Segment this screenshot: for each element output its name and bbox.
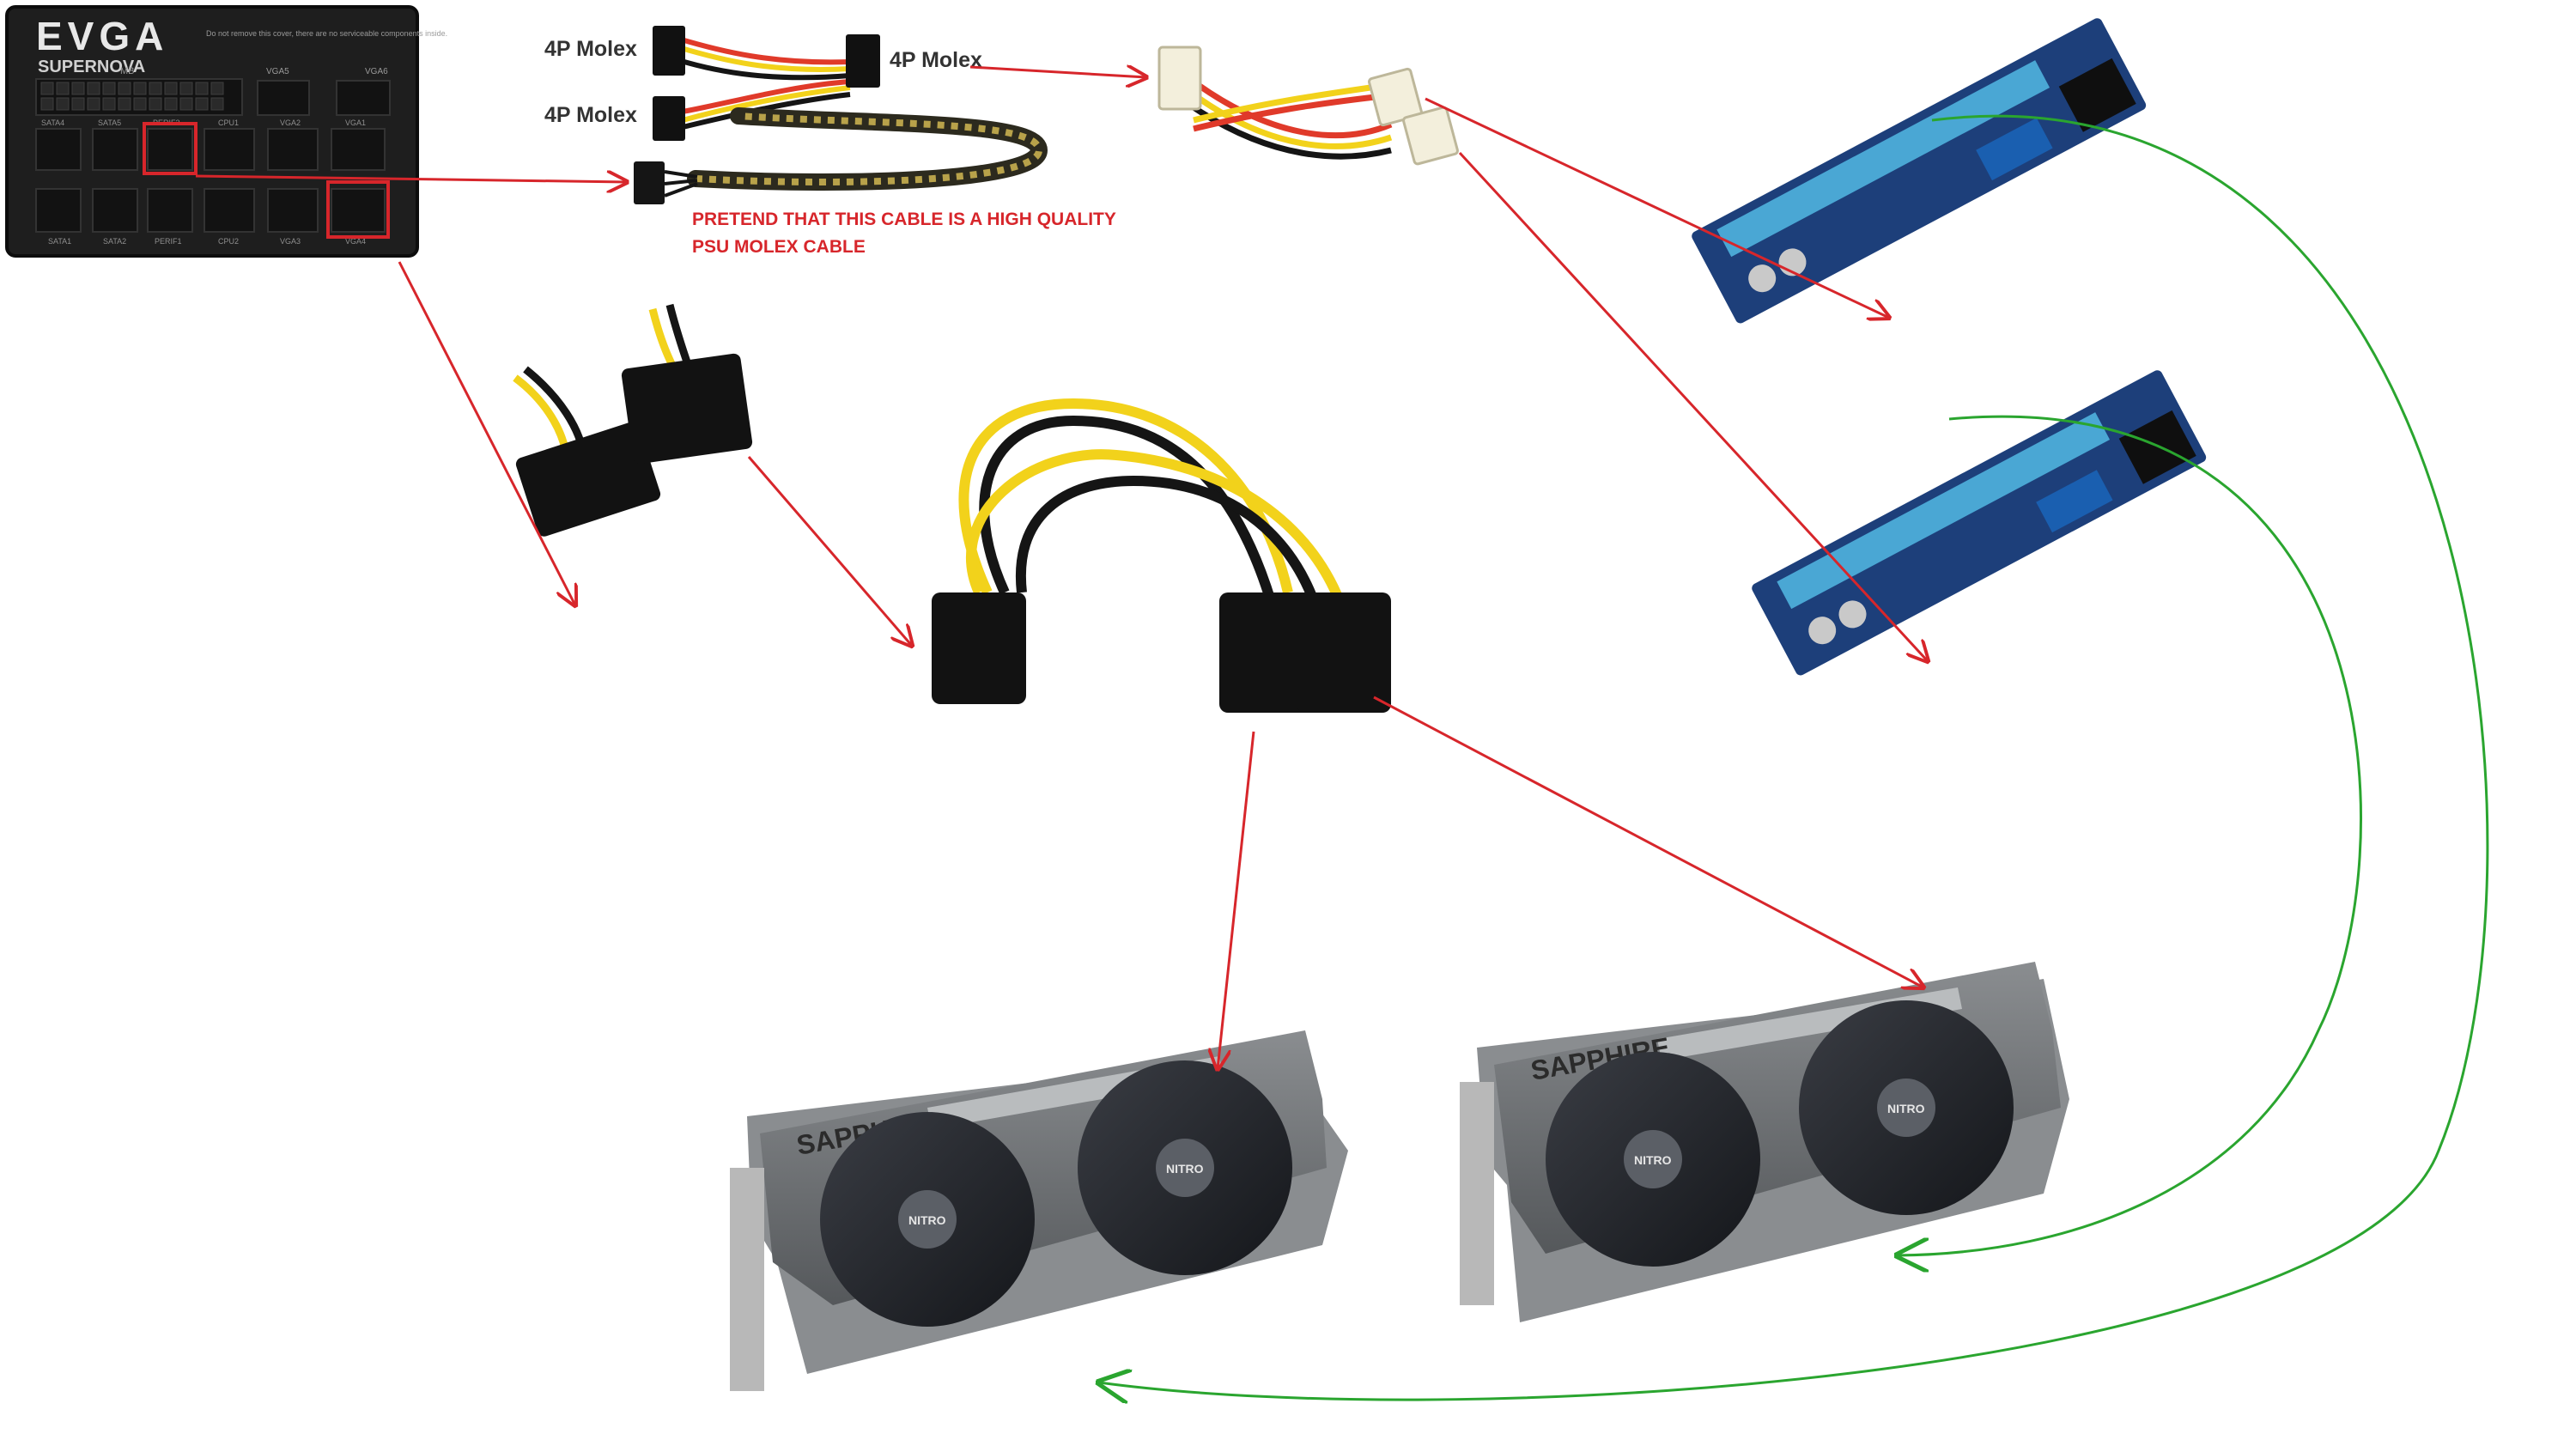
pcie-riser-card <box>1752 370 2207 676</box>
psu-mb-label: MB <box>120 66 135 76</box>
molex-connector <box>846 34 880 88</box>
psu-port-label: PERIF1 <box>155 237 182 246</box>
arrow-splitter-to-gpu-2 <box>1373 696 1923 987</box>
molex-connector <box>1402 106 1459 166</box>
arrow-riser-2-to-gpu-2 <box>1898 415 2363 1255</box>
pcie-splitter-cable <box>932 398 1391 713</box>
psu-modular-panel: EVGA SUPERNOVA Do not remove this cover,… <box>5 5 447 258</box>
psu-port-label: VGA1 <box>345 118 366 127</box>
arrow-riser-1-to-gpu-1 <box>1099 114 2489 1400</box>
gpu-fan-badge: NITRO <box>1887 1102 1925 1115</box>
molex-label-mid: 4P Molex <box>544 103 637 127</box>
cable-note-line1: PRETEND THAT THIS CABLE IS A HIGH QUALIT… <box>692 210 1116 229</box>
psu-port-row: SATA4 SATA5 PERIF3 CPU1 VGA2 VGA1 <box>35 118 386 171</box>
psu-port-label: CPU2 <box>218 237 239 246</box>
gpu-bracket <box>730 1168 764 1391</box>
psu-vga-port-highlight <box>326 180 390 239</box>
arrow-splitter-to-gpu-1 <box>1218 731 1255 1069</box>
psu-port-label: VGA4 <box>345 237 366 246</box>
pcie-8pin-connector <box>621 353 753 465</box>
pcie-6pin-connector <box>932 592 1026 704</box>
arrow-psu-vga-to-pcie <box>398 261 575 605</box>
psu-port-label: VGA3 <box>280 237 301 246</box>
pcie-riser-card <box>1692 18 2147 324</box>
gpu-fan-badge: NITRO <box>1166 1162 1204 1176</box>
psu-port-row: SATA1 SATA2 PERIF1 CPU2 VGA3 VGA4 <box>35 188 386 246</box>
molex-splitter-cable <box>1157 46 1459 166</box>
psu-port-label: SATA1 <box>48 237 71 246</box>
molex-connector <box>1368 67 1423 127</box>
molex-connector <box>1157 46 1202 111</box>
arrow-pcie-to-splitter <box>747 456 912 646</box>
psu-top-label: VGA5 <box>266 67 289 76</box>
psu-port-label: CPU1 <box>218 118 239 127</box>
psu-model: SUPERNOVA <box>38 58 145 76</box>
pcie-8pin-connector <box>515 422 661 537</box>
molex-label-right: 4P Molex <box>890 48 982 72</box>
mb-connector <box>35 78 243 116</box>
gpu-bracket <box>1460 1082 1494 1305</box>
molex-connector <box>653 26 685 76</box>
psu-brand: EVGA <box>36 14 168 58</box>
arrow-splitter-to-riser-1 <box>1425 97 1889 318</box>
psu-port-label: SATA2 <box>103 237 126 246</box>
pcie-psu-cable <box>513 303 753 537</box>
cable-note-line2: PSU MOLEX CABLE <box>692 237 866 257</box>
psu-warning: Do not remove this cover, there are no s… <box>206 29 447 38</box>
psu-top-label: VGA6 <box>365 67 388 76</box>
psu-port-label: SATA4 <box>41 118 64 127</box>
arrow-cable-to-splitter <box>969 67 1146 77</box>
gpu-fan-badge: NITRO <box>1634 1153 1672 1167</box>
psu-port-label: VGA2 <box>280 118 301 127</box>
graphics-card: SAPPHIRE NITRO NITRO <box>1460 962 2069 1322</box>
arrow-splitter-to-riser-2 <box>1458 151 1928 661</box>
molex-label-top: 4P Molex <box>544 37 637 61</box>
graphics-card: SAPPHIRE NITRO NITRO <box>730 1030 1348 1391</box>
psu-peripheral-port-highlight <box>143 122 197 175</box>
psu-plug-connector <box>634 161 665 204</box>
arrow-psu-to-cable <box>195 176 627 182</box>
pcie-8pin-connector <box>1297 592 1391 713</box>
psu-port-label: SATA5 <box>98 118 121 127</box>
gpu-fan-badge: NITRO <box>908 1213 946 1227</box>
molex-connector <box>653 96 685 141</box>
pcie-8pin-connector <box>1219 592 1314 713</box>
psu-molex-cable: 4P Molex 4P Molex 4P Molex PRETEND THAT … <box>544 26 1116 257</box>
